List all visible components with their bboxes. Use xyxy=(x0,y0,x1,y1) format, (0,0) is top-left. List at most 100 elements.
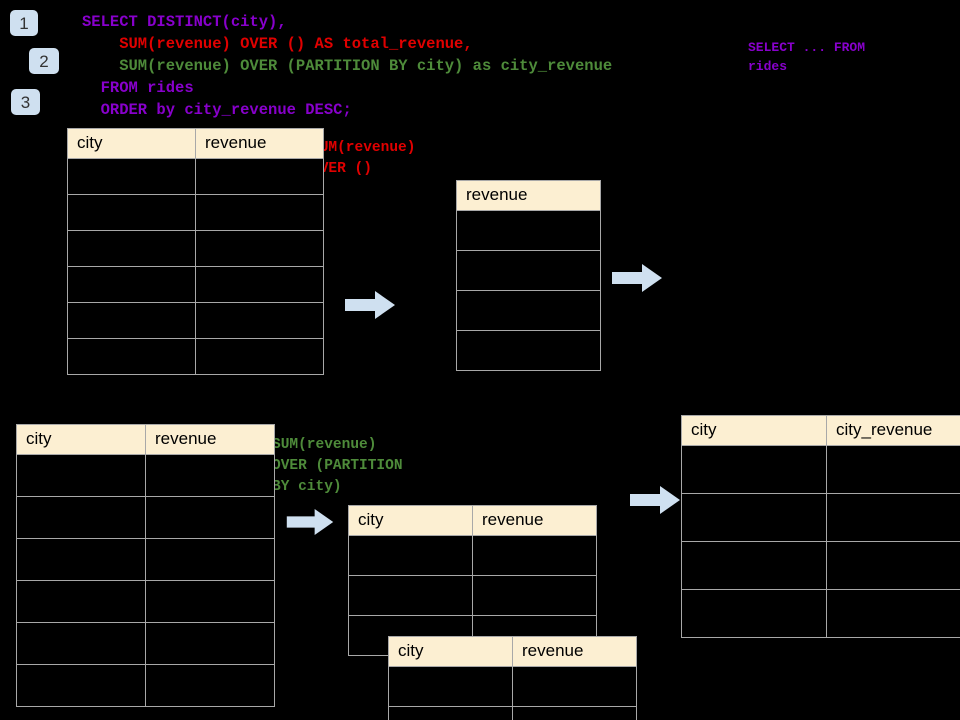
table-header-row: city revenue xyxy=(348,505,597,536)
sql-line-total-revenue: SUM(revenue) OVER () AS total_revenue, xyxy=(82,35,473,53)
column-header-city: city xyxy=(388,636,513,667)
table-row xyxy=(681,589,960,638)
cell-city xyxy=(348,575,473,616)
cell-city xyxy=(388,706,513,720)
cell-city xyxy=(67,266,196,303)
column-header-city: city xyxy=(348,505,473,536)
table-row xyxy=(388,706,637,720)
table-row xyxy=(456,250,601,291)
cell-city xyxy=(681,541,827,590)
step-badge-1: 1 xyxy=(10,10,38,36)
table-row xyxy=(456,330,601,371)
cell-revenue xyxy=(456,210,601,251)
table-row xyxy=(67,302,324,339)
cell-city xyxy=(348,535,473,576)
table-row xyxy=(67,158,324,195)
cell-city xyxy=(681,493,827,542)
step-badge-2-label: 2 xyxy=(39,51,49,71)
table-row xyxy=(16,580,275,623)
table-row xyxy=(456,210,601,251)
step-badge-2: 2 xyxy=(29,48,59,74)
step-badge-3-label: 3 xyxy=(20,92,31,112)
sum-over-partition-annotation: SUM(revenue) OVER (PARTITION BY city) xyxy=(272,437,403,495)
cell-revenue xyxy=(145,538,275,581)
cell-city-revenue xyxy=(826,541,960,590)
column-header-city: city xyxy=(16,424,146,455)
column-header-revenue: revenue xyxy=(512,636,637,667)
table-row xyxy=(67,338,324,375)
table-row xyxy=(67,266,324,303)
cell-city-revenue xyxy=(826,493,960,542)
cell-revenue xyxy=(145,496,275,539)
table-header-row: city revenue xyxy=(388,636,637,667)
cell-revenue xyxy=(456,330,601,371)
cell-revenue xyxy=(195,266,324,303)
cell-revenue xyxy=(195,194,324,231)
table-row xyxy=(388,666,637,707)
table-header-row: city city_revenue xyxy=(681,415,960,446)
column-header-city: city xyxy=(67,128,196,159)
sql-line-city-revenue: SUM(revenue) OVER (PARTITION BY city) as… xyxy=(82,57,613,75)
arrow-top-left-icon xyxy=(345,291,395,319)
table-partition-group-back: city revenue xyxy=(348,505,597,656)
table-rides-source-bottom: city revenue xyxy=(16,424,275,707)
table-row xyxy=(16,454,275,497)
sql-line-select: SELECT DISTINCT(city), xyxy=(82,13,287,31)
column-header-city: city xyxy=(681,415,827,446)
arrow-bottom-right-icon xyxy=(630,486,680,514)
cell-revenue xyxy=(512,666,637,707)
cell-city xyxy=(16,664,146,707)
table-row xyxy=(67,194,324,231)
table-rides-source-top: city revenue xyxy=(67,128,324,375)
column-header-revenue: revenue xyxy=(472,505,597,536)
sum-over-empty-annotation: SUM(revenue) OVER () xyxy=(311,140,416,177)
cell-city xyxy=(16,622,146,665)
cell-city xyxy=(388,666,513,707)
table-row xyxy=(456,290,601,331)
table-header-row: city revenue xyxy=(67,128,324,159)
table-final-result: city city_revenue xyxy=(681,415,960,638)
cell-city xyxy=(16,538,146,581)
table-total-revenue-result: revenue xyxy=(456,180,601,371)
cell-revenue xyxy=(195,230,324,267)
cell-city xyxy=(67,230,196,267)
table-header-row: revenue xyxy=(456,180,601,211)
sql-line-from: FROM rides xyxy=(82,79,194,97)
cell-revenue xyxy=(472,535,597,576)
table-row xyxy=(16,496,275,539)
column-header-revenue: revenue xyxy=(195,128,324,159)
cell-city xyxy=(16,580,146,623)
cell-revenue xyxy=(512,706,637,720)
step-badge-1-label: 1 xyxy=(19,13,29,33)
table-row xyxy=(348,535,597,576)
table-row xyxy=(681,493,960,542)
cell-revenue xyxy=(145,580,275,623)
cell-revenue xyxy=(195,158,324,195)
column-header-revenue: revenue xyxy=(456,180,601,211)
cell-city-revenue xyxy=(826,445,960,494)
cell-city xyxy=(67,302,196,339)
cell-revenue xyxy=(456,290,601,331)
step-badge-3: 3 xyxy=(11,89,40,115)
column-header-revenue: revenue xyxy=(145,424,275,455)
table-row xyxy=(348,575,597,616)
table-header-row: city revenue xyxy=(16,424,275,455)
cell-city xyxy=(681,589,827,638)
cell-revenue xyxy=(145,454,275,497)
sql-line-order-by: ORDER by city_revenue DESC; xyxy=(82,101,352,119)
arrow-top-right-icon xyxy=(612,264,662,292)
cell-city xyxy=(16,496,146,539)
table-row xyxy=(16,538,275,581)
cell-revenue xyxy=(195,338,324,375)
table-partition-group-front: city revenue xyxy=(388,636,637,720)
cell-revenue xyxy=(145,622,275,665)
cell-city xyxy=(67,158,196,195)
select-from-rides-note: SELECT ... FROM rides xyxy=(748,40,866,74)
cell-revenue xyxy=(195,302,324,339)
cell-city xyxy=(681,445,827,494)
arrow-bottom-left-icon xyxy=(286,509,334,535)
table-row xyxy=(681,541,960,590)
cell-revenue xyxy=(472,575,597,616)
cell-city xyxy=(67,194,196,231)
